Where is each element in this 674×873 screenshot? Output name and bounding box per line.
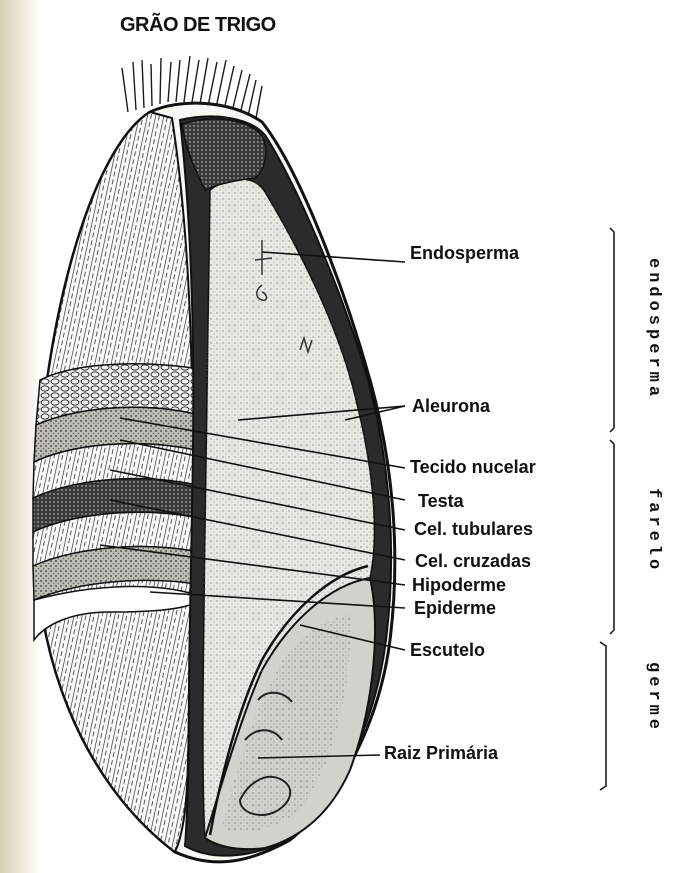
- label-aleurona: Aleurona: [412, 397, 490, 415]
- label-escutelo: Escutelo: [410, 641, 485, 659]
- label-cel-cruzadas: Cel. cruzadas: [415, 552, 531, 570]
- label-tecido-nucelar: Tecido nucelar: [410, 458, 536, 476]
- label-hipoderme: Hipoderme: [412, 576, 506, 594]
- diagram-title: GRÃO DE TRIGO: [120, 15, 276, 35]
- label-raiz-primaria: Raiz Primária: [384, 744, 498, 762]
- label-epiderme: Epiderme: [414, 599, 496, 617]
- group-brackets: [600, 228, 614, 790]
- group-label-germe: germe: [645, 662, 662, 733]
- label-endosperma: Endosperma: [410, 244, 519, 262]
- group-label-endosperma: endosperma: [645, 258, 662, 400]
- label-cel-tubulares: Cel. tubulares: [414, 520, 533, 538]
- group-label-farelo: farelo: [645, 488, 662, 573]
- label-testa: Testa: [418, 492, 464, 510]
- bran-layer-bands: [33, 364, 215, 640]
